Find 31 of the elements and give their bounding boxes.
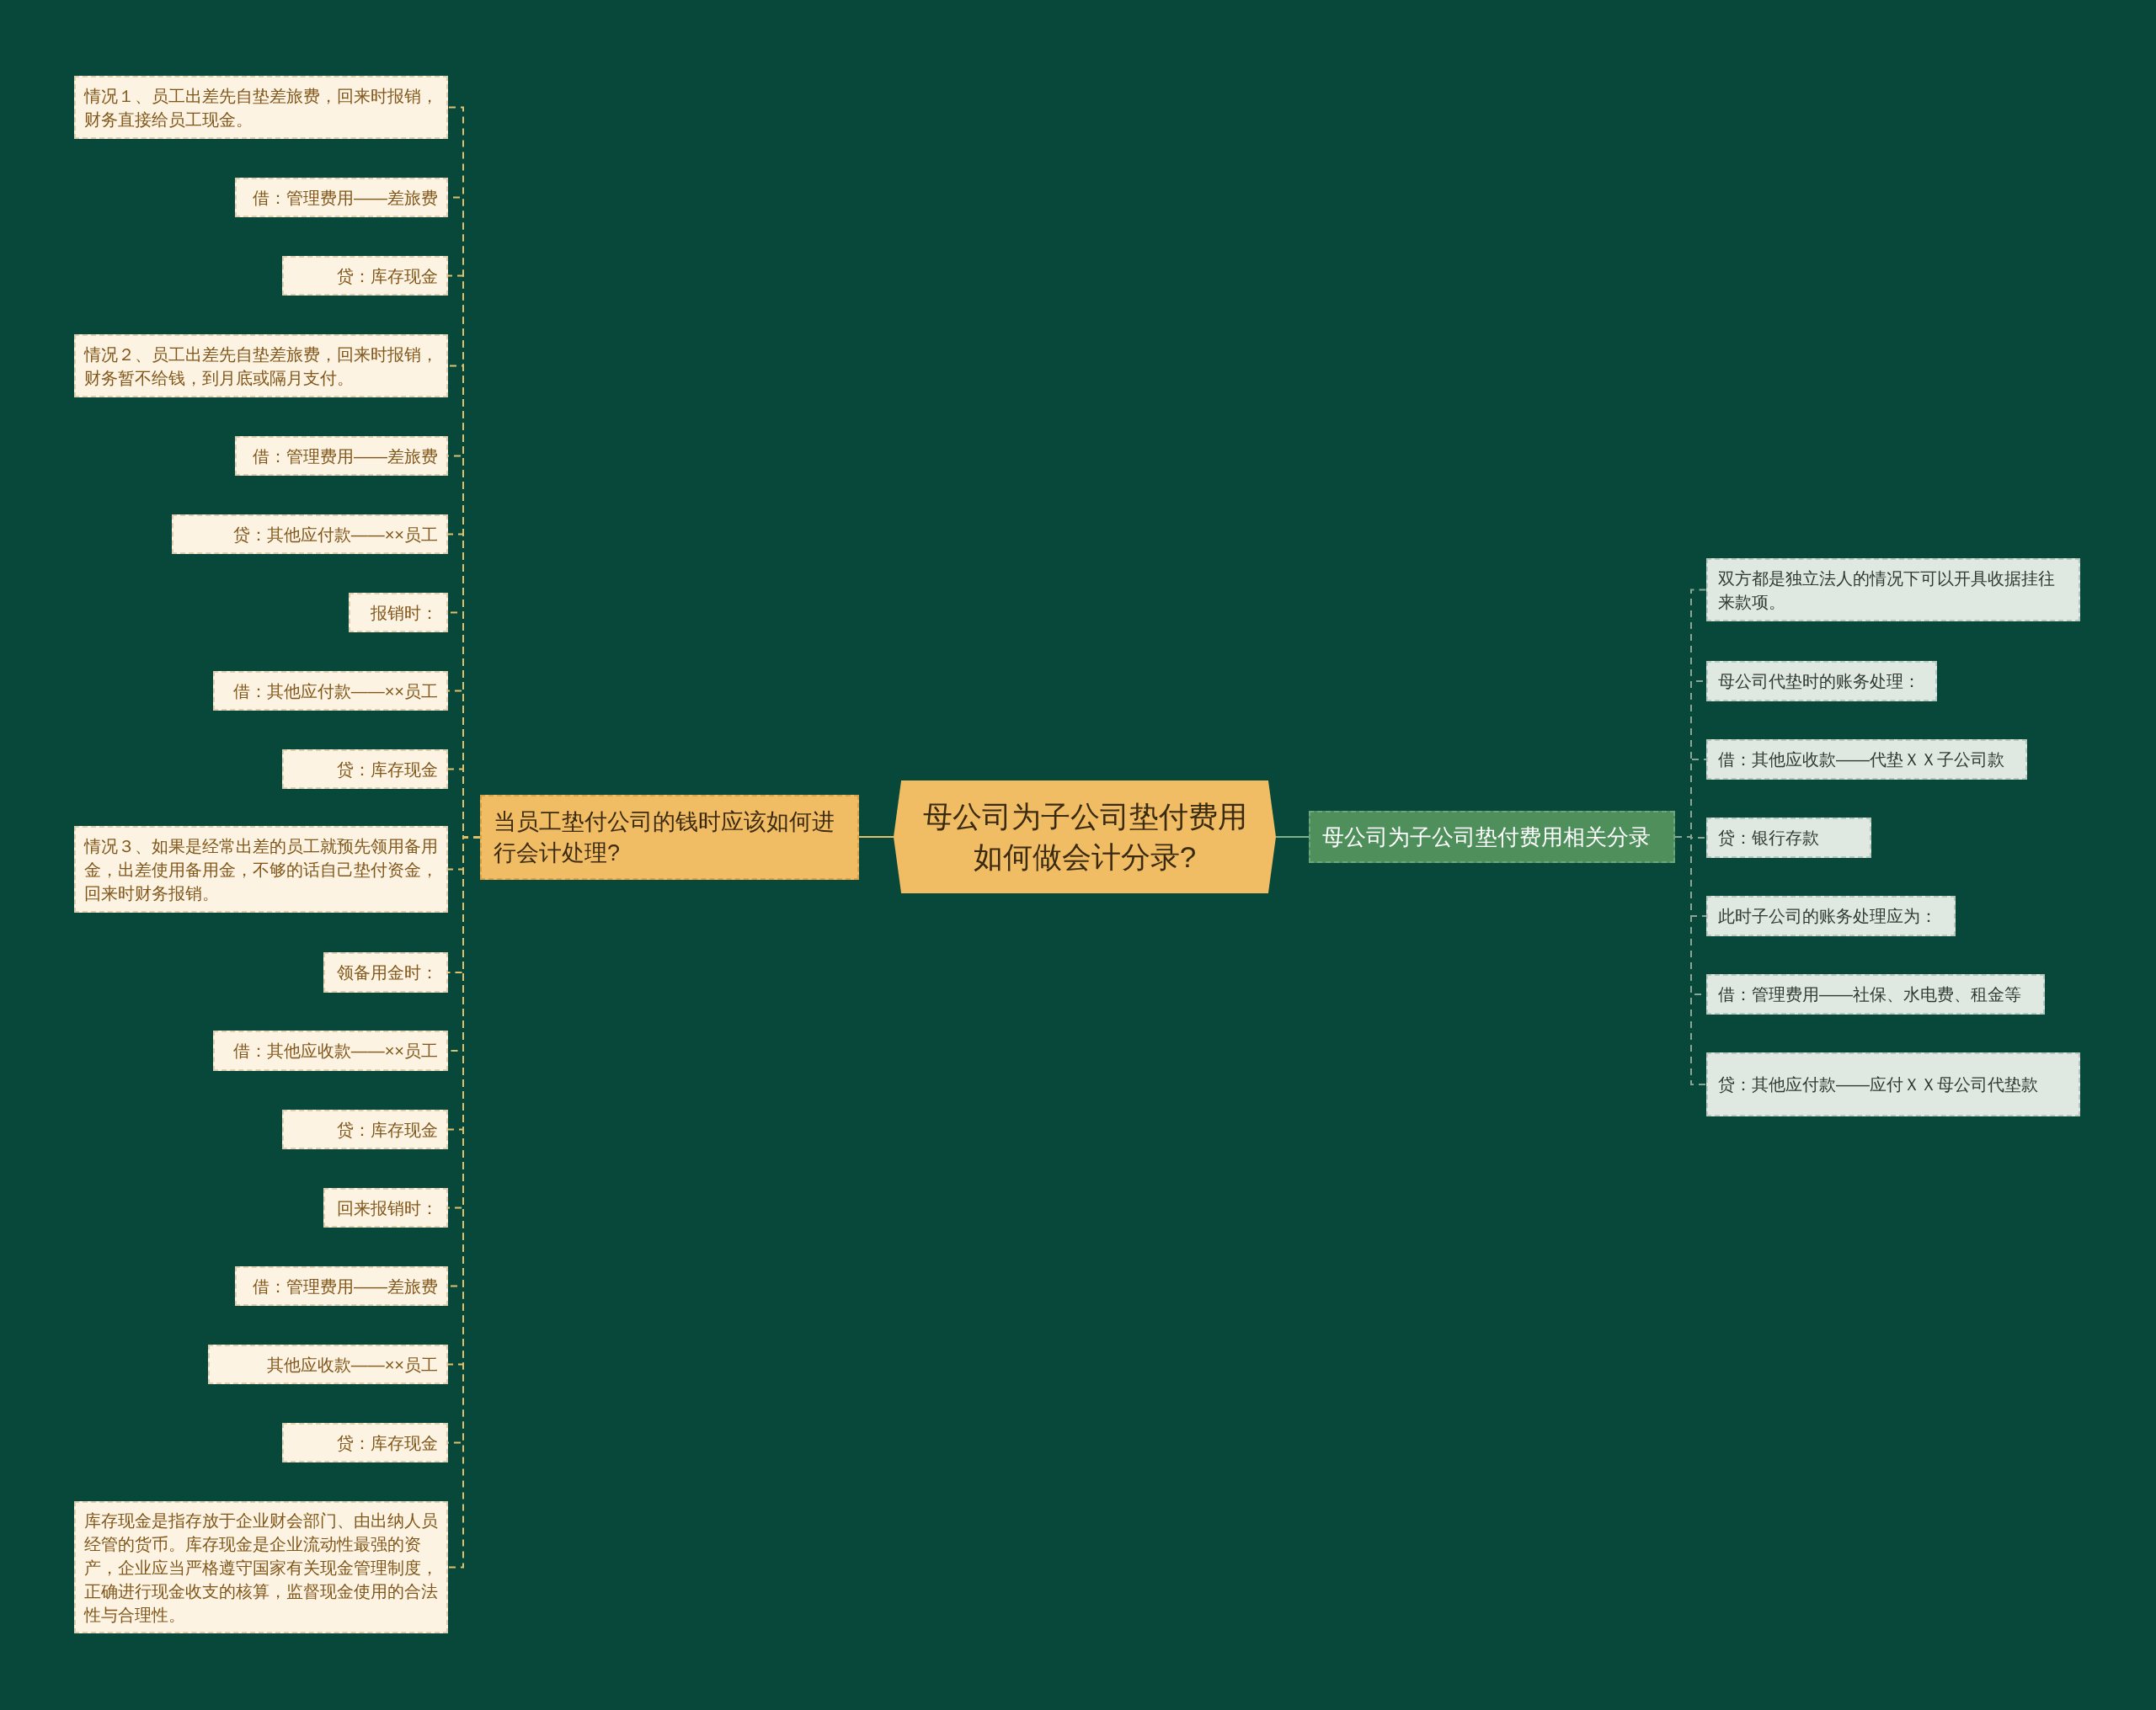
- note-box: 借：管理费用——社保、水电费、租金等: [1706, 974, 2045, 1015]
- note-box: 回来报销时：: [323, 1188, 448, 1228]
- note-box: 贷：其他应付款——××员工: [172, 514, 448, 554]
- note-box: 情况１、员工出差先自垫差旅费，回来时报销，财务直接给员工现金。: [74, 76, 448, 139]
- note-box: 贷：其他应付款——应付ＸＸ母公司代垫款: [1706, 1052, 2080, 1116]
- note-box: 其他应收款——××员工: [208, 1345, 448, 1384]
- note-box: 领备用金时：: [323, 952, 448, 993]
- note-box: 借：其他应付款——××员工: [213, 671, 448, 711]
- note-box: 情况２、员工出差先自垫差旅费，回来时报销，财务暂不给钱，到月底或隔月支付。: [74, 334, 448, 397]
- note-box: 借：其他应收款——××员工: [213, 1031, 448, 1071]
- note-box: 母公司代垫时的账务处理：: [1706, 661, 1937, 701]
- note-box: 借：管理费用——差旅费: [235, 178, 448, 217]
- connector-line: [1275, 836, 1310, 838]
- note-box: 情况３、如果是经常出差的员工就预先领用备用金，出差使用备用金，不够的话自己垫付资金，回来时财务报销。: [74, 826, 448, 913]
- branch-topic: 当员工垫付公司的钱时应该如何进行会计处理?: [480, 795, 859, 880]
- note-box: 借：管理费用——差旅费: [235, 1266, 448, 1306]
- central-topic: 母公司为子公司垫付费用如何做会计分录?: [894, 780, 1276, 893]
- note-box: 贷：银行存款: [1706, 818, 1871, 858]
- note-box: 借：管理费用——差旅费: [235, 436, 448, 476]
- note-box: 借：其他应收款——代垫ＸＸ子公司款: [1706, 739, 2027, 780]
- connector-line: [1674, 836, 1707, 1085]
- branch-topic: 母公司为子公司垫付费用相关分录: [1309, 811, 1675, 863]
- note-box: 双方都是独立法人的情况下可以开具收据挂往来款项。: [1706, 558, 2080, 621]
- note-box: 贷：库存现金: [282, 256, 448, 296]
- note-box: 贷：库存现金: [282, 1110, 448, 1149]
- note-box: 库存现金是指存放于企业财会部门、由出纳人员经管的货币。库存现金是企业流动性最强的资产，企业应当严格遵守国家有关现金管理制度，正确进行现金收支的核算，监督现金使用的合法性与合理性。: [74, 1501, 448, 1633]
- note-box: 贷：库存现金: [282, 749, 448, 789]
- connector-line: [858, 836, 894, 838]
- note-box: 报销时：: [349, 593, 448, 632]
- note-box: 贷：库存现金: [282, 1423, 448, 1462]
- note-box: 此时子公司的账务处理应为：: [1706, 896, 1956, 936]
